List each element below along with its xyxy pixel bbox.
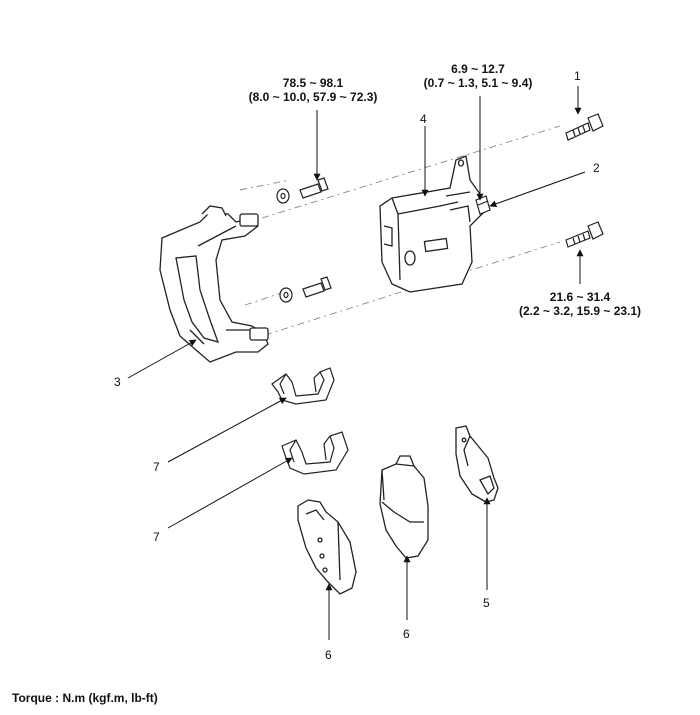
torque-label-caliper-bolt: 21.6 ~ 31.4 (2.2 ~ 3.2, 15.9 ~ 23.1) (519, 290, 641, 318)
torque-value-nm: 6.9 ~ 12.7 (451, 62, 505, 76)
torque-label-bleeder: 6.9 ~ 12.7 (0.7 ~ 1.3, 5.1 ~ 9.4) (424, 62, 533, 90)
caliper-carrier (159, 205, 269, 363)
carrier-bolt-upper (276, 177, 329, 204)
callout-2: 2 (593, 161, 600, 175)
callout-4: 4 (420, 112, 427, 126)
callout-6-left: 6 (325, 648, 332, 662)
torque-value-nm: 78.5 ~ 98.1 (282, 76, 344, 90)
torque-value-alt: (2.2 ~ 3.2, 15.9 ~ 23.1) (518, 304, 642, 318)
leader-lines (127, 86, 586, 640)
brake-pad-middle (379, 455, 429, 559)
torque-value-alt: (0.7 ~ 1.3, 5.1 ~ 9.4) (423, 76, 533, 90)
caliper-bolt-upper (565, 113, 604, 141)
brake-pad-left (297, 499, 357, 595)
torque-value-alt: (8.0 ~ 10.0, 57.9 ~ 72.3) (248, 90, 378, 104)
pad-clip-upper (271, 367, 335, 405)
callout-5: 5 (483, 596, 490, 610)
torque-unit-note: Torque : N.m (kgf.m, lb-ft) (12, 691, 158, 705)
caliper-bolt-lower (565, 221, 604, 248)
pad-clip-lower (281, 431, 349, 475)
callout-3: 3 (114, 375, 121, 389)
callout-7-lower: 7 (153, 530, 160, 544)
torque-label-carrier-bolt: 78.5 ~ 98.1 (8.0 ~ 10.0, 57.9 ~ 72.3) (249, 76, 378, 104)
callout-1: 1 (574, 69, 581, 83)
callout-7-upper: 7 (153, 460, 160, 474)
brake-pad-shim (455, 425, 499, 503)
callout-6-middle: 6 (403, 627, 410, 641)
carrier-bolt-lower (279, 276, 332, 303)
torque-value-nm: 21.6 ~ 31.4 (549, 290, 611, 304)
